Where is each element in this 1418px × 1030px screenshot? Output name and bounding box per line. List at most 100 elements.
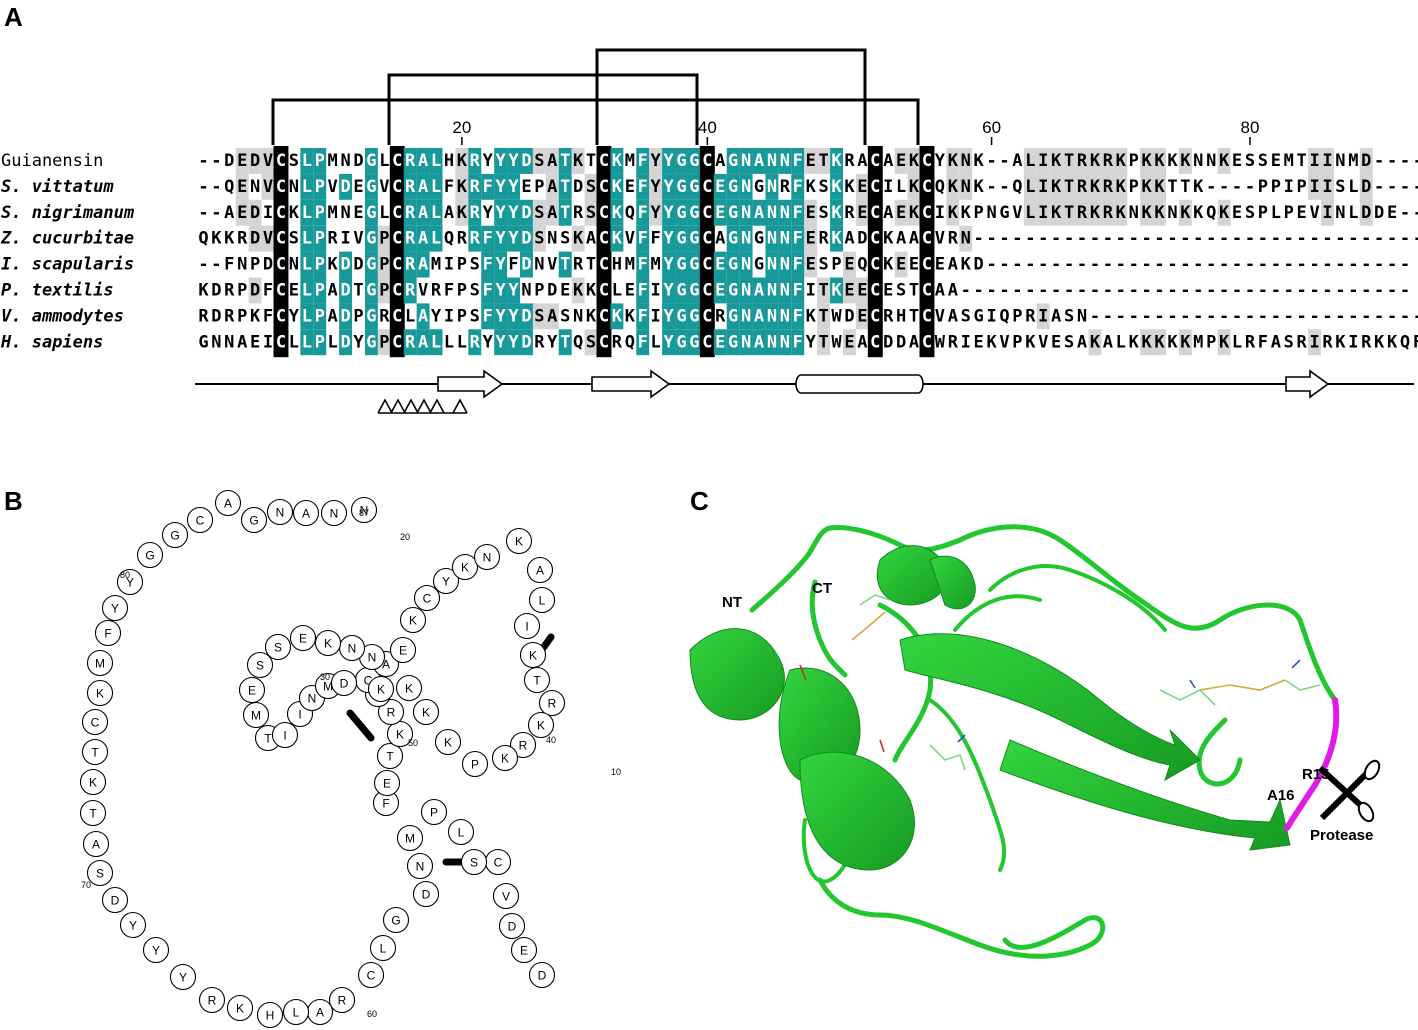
residue-char: - — [1167, 306, 1177, 326]
alignment-cell — [507, 148, 520, 174]
alignment-cell — [455, 148, 469, 174]
alignment-cell — [817, 329, 831, 356]
secondary-structure-track — [195, 369, 1414, 414]
residue-char: K — [1141, 177, 1152, 197]
residue-char: - — [1374, 281, 1384, 301]
residue-char: W — [831, 306, 842, 326]
residue-char: N — [741, 203, 751, 223]
residue-char: E — [237, 151, 247, 171]
residue-char: F — [638, 151, 648, 171]
residue-char: - — [1374, 177, 1384, 197]
residue-char: N — [741, 229, 751, 249]
residue-char: S — [534, 229, 544, 249]
residue-char: Q — [224, 177, 234, 197]
residue-char: M — [625, 255, 635, 275]
residue-char: E — [353, 177, 363, 197]
residue-char: K — [909, 177, 920, 197]
nt-label: NT — [722, 594, 742, 611]
residue-char: - — [1271, 229, 1281, 249]
residue-char: R — [948, 229, 959, 249]
residue-char: S — [961, 306, 971, 326]
alignment-cell — [1049, 199, 1063, 226]
alignment-cell — [481, 277, 495, 304]
residue-char: K — [1090, 203, 1101, 223]
residue-char: - — [1116, 306, 1126, 326]
residue-char: K — [909, 203, 920, 223]
panel-label-c: C — [690, 486, 709, 516]
alignment-cell — [907, 199, 921, 226]
alignment-cell — [1049, 148, 1063, 174]
alignment-cell — [1140, 199, 1154, 226]
alignment-cell — [584, 173, 598, 200]
residue-char: P — [1258, 177, 1268, 197]
residue-char: C — [276, 281, 286, 301]
alignment-cell — [791, 148, 805, 174]
residue-char: N — [767, 151, 777, 171]
alignment-cell — [481, 225, 495, 252]
residue-char: Y — [508, 203, 519, 223]
residue-char: - — [1116, 281, 1126, 301]
alignment-cell — [403, 225, 417, 252]
residue-char: R — [237, 229, 248, 249]
residue-char: S — [896, 281, 906, 301]
alignment-cell — [248, 277, 262, 304]
alignment-cell — [752, 329, 766, 356]
residue-char: C — [870, 203, 880, 223]
residue-char: Y — [483, 332, 494, 352]
alignment-cell — [313, 251, 327, 278]
residue-char: - — [1180, 306, 1190, 326]
residue-char: A — [935, 281, 945, 301]
residue-char: R — [405, 203, 416, 223]
residue-char: E — [560, 281, 570, 301]
residue-char: L — [1348, 177, 1358, 197]
alignment-cell — [429, 329, 443, 356]
alignment-cell — [894, 251, 908, 278]
residue-char: F — [224, 255, 234, 275]
residue-char: H — [612, 255, 622, 275]
residue-char: T — [560, 151, 570, 171]
residue-char: - — [986, 229, 996, 249]
alignment-cell — [429, 148, 443, 174]
alignment-cell — [1153, 148, 1166, 174]
alignment-cell — [364, 251, 378, 278]
residue-char: - — [1051, 281, 1061, 301]
alignment-cell — [610, 173, 624, 200]
alignment-cell — [416, 303, 430, 330]
residue-char: Q — [1400, 332, 1410, 352]
residue-char: - — [1335, 281, 1345, 301]
residue-char: - — [1064, 255, 1074, 275]
residue-char: D — [340, 306, 350, 326]
residue-char: - — [1400, 151, 1410, 171]
alignment-cell — [1114, 173, 1128, 200]
residue-char: K — [1116, 177, 1127, 197]
residue-char: D — [573, 177, 583, 197]
residue-char: I — [1284, 177, 1294, 197]
residue-char: K — [612, 306, 623, 326]
residue-char: Y — [663, 177, 674, 197]
residue-char: - — [1232, 229, 1242, 249]
residue-char: K — [586, 306, 597, 326]
residue-char: K — [612, 203, 623, 223]
residue-char: D — [250, 203, 260, 223]
alignment-cell — [403, 251, 417, 278]
residue-char: - — [1400, 306, 1410, 326]
residue-char: - — [1077, 281, 1087, 301]
residue-char: K — [1387, 332, 1398, 352]
alignment-cell — [1140, 329, 1154, 356]
residue-char: R — [1322, 332, 1333, 352]
residue-char: - — [1322, 306, 1332, 326]
residue-char: R — [328, 229, 339, 249]
residue-char: D — [883, 332, 893, 352]
residue-char: I — [935, 203, 945, 223]
residue-char: C — [702, 255, 712, 275]
residue-char: S — [818, 255, 828, 275]
residue-char: - — [1413, 177, 1418, 197]
residue-char: - — [1141, 229, 1151, 249]
residue-char: E — [1387, 203, 1397, 223]
alignment-cell — [545, 173, 559, 200]
residue-char: K — [1219, 203, 1230, 223]
residue-char: G — [676, 306, 686, 326]
residue-char: M — [431, 255, 441, 275]
